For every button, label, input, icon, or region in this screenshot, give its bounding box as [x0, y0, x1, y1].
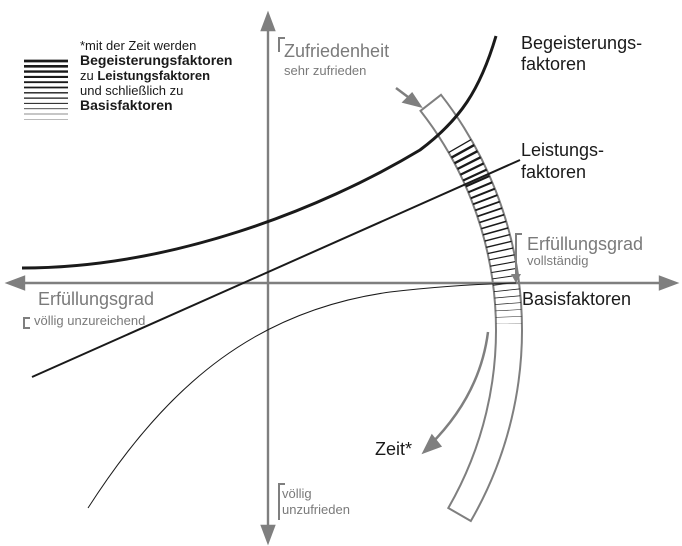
hatch-line: [482, 233, 513, 243]
hatch-line: [473, 200, 502, 212]
hatch-line: [477, 213, 507, 224]
y-axis-top-arrow: [260, 10, 276, 32]
legend-line4: und schließlich zu: [80, 83, 184, 98]
begeisterungsfaktoren-curve: [21, 35, 498, 270]
hatch-line: [448, 139, 474, 155]
y-axis-top-label: Zufriedenheit: [284, 41, 390, 61]
legend-line3: zu Leistungsfaktoren: [80, 68, 211, 83]
legend-line1: *mit der Zeit werden: [80, 38, 197, 53]
hatch-line: [488, 260, 518, 268]
hatch-line: [493, 316, 522, 318]
hatch-line: [493, 302, 522, 305]
time-label: Zeit*: [375, 439, 413, 459]
leistung-label-1: Leistungs-: [521, 140, 605, 160]
leistungsfaktoren-line: [31, 159, 521, 378]
time-band: [419, 93, 523, 523]
hatch-line: [493, 309, 522, 312]
x-axis: [4, 275, 680, 291]
hatch-line: [479, 219, 509, 231]
legend-line-swatches: [24, 59, 68, 120]
hatch-line: [455, 155, 484, 171]
hatch-line: [491, 288, 522, 293]
legend-line5: Basisfaktoren: [80, 97, 173, 113]
hatch-line: [468, 187, 498, 200]
hatch-line: [460, 167, 489, 183]
hatch-line: [463, 174, 492, 189]
bracket-left: [23, 317, 30, 329]
x-axis-left-arrow: [4, 275, 26, 291]
begeisterung-label-2: faktoren: [521, 54, 587, 74]
hatch-line: [485, 246, 516, 255]
y-axis: [260, 10, 276, 546]
bracket-right: [515, 233, 522, 276]
hatch-line: [492, 295, 522, 299]
x-axis-right-label: Erfüllungsgrad: [527, 234, 644, 254]
x-axis-right-sublabel: vollständig: [527, 253, 589, 268]
basisfaktoren-curve: [87, 282, 517, 509]
axis-bracket-markers: [23, 37, 522, 520]
basisfaktoren-label: Basisfaktoren: [522, 289, 632, 309]
legend: *mit der Zeit werden Begeisterungsfaktor…: [20, 38, 232, 113]
hatch-line: [480, 226, 511, 237]
bracket-bottom: [278, 483, 285, 520]
y-axis-bottom-label-1: völlig: [282, 486, 312, 501]
hatch-line: [489, 267, 520, 274]
hatch-line: [475, 206, 505, 218]
x-axis-left-label: Erfüllungsgrad: [38, 289, 155, 309]
x-axis-left-sublabel: völlig unzureichend: [34, 313, 146, 328]
begeisterung-label-1: Begeisterungs-: [521, 33, 643, 53]
hatch-line: [493, 323, 522, 324]
y-axis-bottom-label-2: unzufrieden: [282, 502, 350, 517]
y-axis-top-sublabel: sehr zufrieden: [284, 63, 367, 78]
hatch-line: [458, 161, 487, 177]
y-axis-bottom-arrow: [260, 524, 276, 546]
leistung-label-2: faktoren: [521, 162, 587, 182]
hatch-line: [470, 193, 500, 206]
hatch-line: [449, 142, 477, 160]
legend-line2: Begeisterungsfaktoren: [80, 52, 233, 68]
bracket-top: [278, 37, 285, 52]
hatch-line: [466, 180, 495, 195]
hatch-line: [486, 253, 517, 261]
x-axis-right-arrow: [658, 275, 680, 291]
time-arrows: [395, 87, 490, 455]
hatch-line: [452, 149, 480, 166]
hatch-line: [484, 240, 514, 249]
